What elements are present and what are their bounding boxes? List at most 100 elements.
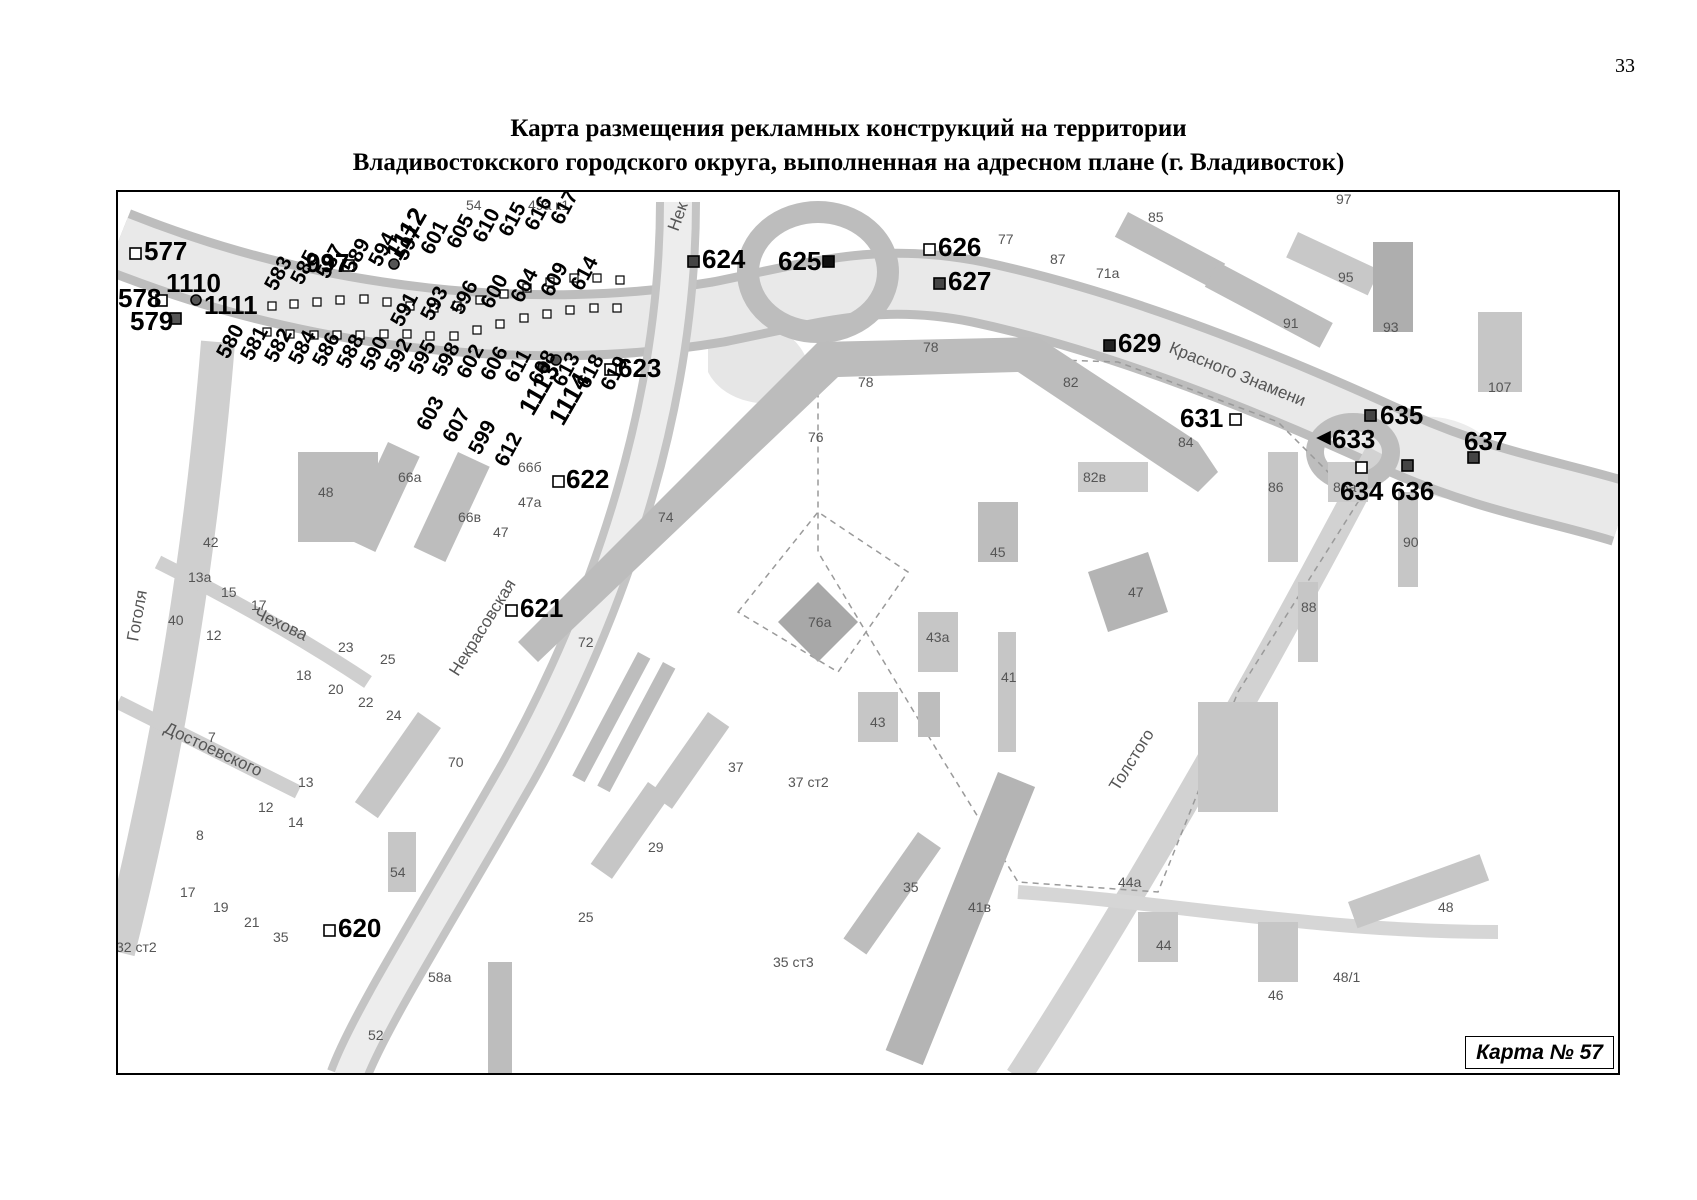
ad-marker-square[interactable] (933, 277, 946, 290)
house-number: 41 (1001, 669, 1017, 685)
house-number: 76 (808, 429, 824, 445)
marker-label-622: 622 (566, 464, 609, 494)
house-number: 37 ст2 (788, 774, 829, 790)
building-76a-cross (778, 582, 858, 662)
building-46 (1258, 922, 1298, 982)
ad-marker-square[interactable] (822, 255, 835, 268)
house-number: 18 (296, 667, 312, 683)
page-number: 33 (1615, 55, 1635, 77)
house-numbers: 54 49а к1 85 97 77 87 71а 95 91 93 78 78… (118, 192, 1512, 1043)
map-frame[interactable]: Некрасовская Нек Красного Знамени Толсто… (116, 190, 1620, 1075)
ad-marker-square[interactable] (1401, 459, 1414, 472)
marker-label-1111: 1111 (204, 290, 258, 320)
house-number: 25 (380, 651, 396, 667)
marker-label-636: 636 (1391, 476, 1434, 506)
map-canvas[interactable]: Некрасовская Нек Красного Знамени Толсто… (118, 192, 1620, 1075)
ad-markers[interactable] (129, 243, 1480, 937)
building-44 (1138, 912, 1178, 962)
marker-label-997: 997 (306, 248, 349, 278)
building-lower-1 (488, 962, 512, 1073)
house-number: 66б (518, 459, 542, 475)
house-number: 97 (1336, 192, 1352, 207)
house-number: 47 (493, 524, 509, 540)
house-number: 85 (1148, 209, 1164, 225)
house-number: 72 (578, 634, 594, 650)
house-number: 7 (208, 729, 216, 745)
house-number: 58а (428, 969, 452, 985)
marker-label-1110: 1110 (166, 268, 221, 298)
ad-marker-square[interactable] (1364, 409, 1377, 422)
building-95 (1286, 232, 1380, 296)
ad-marker-square[interactable] (923, 243, 936, 256)
house-number: 41в (968, 899, 991, 915)
building-107 (1478, 312, 1522, 392)
ad-marker-square[interactable] (1229, 413, 1242, 426)
house-number: 54 (466, 197, 482, 213)
house-number: 78 (858, 374, 874, 390)
ad-marker-square[interactable] (552, 475, 565, 488)
ad-marker-square[interactable] (155, 294, 168, 307)
house-number: 74 (658, 509, 674, 525)
building-85 (1114, 212, 1226, 289)
house-number: 84 (1178, 434, 1194, 450)
house-number: 35 (273, 929, 289, 945)
ad-marker-square[interactable] (1103, 339, 1116, 352)
house-number: 42 (203, 534, 219, 550)
house-number: 19 (213, 899, 229, 915)
ad-marker-square[interactable] (505, 604, 518, 617)
house-number: 78 (923, 339, 939, 355)
building-43a (918, 612, 958, 672)
ad-marker-square[interactable] (1467, 451, 1480, 464)
house-number: 77 (998, 231, 1014, 247)
building-82v (1078, 462, 1148, 492)
building-70 (354, 712, 441, 819)
building-93 (1373, 242, 1413, 332)
house-number: 23 (338, 639, 354, 655)
ad-marker-circle[interactable] (550, 354, 562, 366)
ad-marker-square[interactable] (604, 363, 617, 376)
house-number: 20 (328, 681, 344, 697)
house-number: 82 (1063, 374, 1079, 390)
marker-label-623: 623 (618, 353, 661, 383)
house-number: 45 (990, 544, 1006, 560)
house-number: 21 (244, 914, 260, 930)
house-number: 95 (1338, 269, 1354, 285)
house-number: 44а (1118, 874, 1142, 890)
marker-label-626: 626 (938, 232, 981, 262)
house-number: 43 (870, 714, 886, 730)
house-number: 13а (188, 569, 212, 585)
marker-label-620: 620 (338, 913, 381, 943)
house-number: 29 (648, 839, 664, 855)
ad-marker-circle[interactable] (190, 294, 202, 306)
building-37 (650, 712, 730, 809)
ad-marker-square[interactable] (687, 255, 700, 268)
map-title: Карта размещения рекламных конструкций н… (0, 112, 1697, 180)
ad-marker-square[interactable] (129, 247, 142, 260)
ad-marker-circle[interactable] (537, 361, 549, 373)
building-41 (998, 632, 1016, 752)
house-number: 93 (1383, 319, 1399, 335)
building-86 (1268, 452, 1298, 562)
house-number: 12 (258, 799, 274, 815)
building-48-lower (1347, 854, 1490, 929)
map-number-badge: Карта № 57 (1465, 1036, 1614, 1069)
house-number: 25 (578, 909, 594, 925)
house-number: 40 (168, 612, 184, 628)
ad-marker-triangle[interactable] (1316, 430, 1331, 446)
house-number: 82в (1083, 469, 1106, 485)
house-number: 17 (251, 597, 267, 613)
marker-label-578: 578 (118, 283, 161, 313)
ad-marker-circle[interactable] (388, 258, 400, 270)
roundabout (737, 201, 899, 343)
building-90 (1398, 492, 1418, 587)
marker-label-631: 631 (1180, 403, 1223, 433)
house-number: 32 ст2 (118, 939, 157, 955)
ad-marker-square[interactable] (323, 924, 336, 937)
ad-marker-square[interactable] (169, 312, 182, 325)
road-dostoevskogo (118, 695, 302, 799)
ad-marker-square[interactable] (1355, 461, 1368, 474)
ad-marker-square[interactable] (342, 259, 355, 272)
building-garage-2 (597, 662, 676, 793)
house-number: 71а (1096, 265, 1120, 281)
house-number: 86а (1333, 479, 1357, 495)
